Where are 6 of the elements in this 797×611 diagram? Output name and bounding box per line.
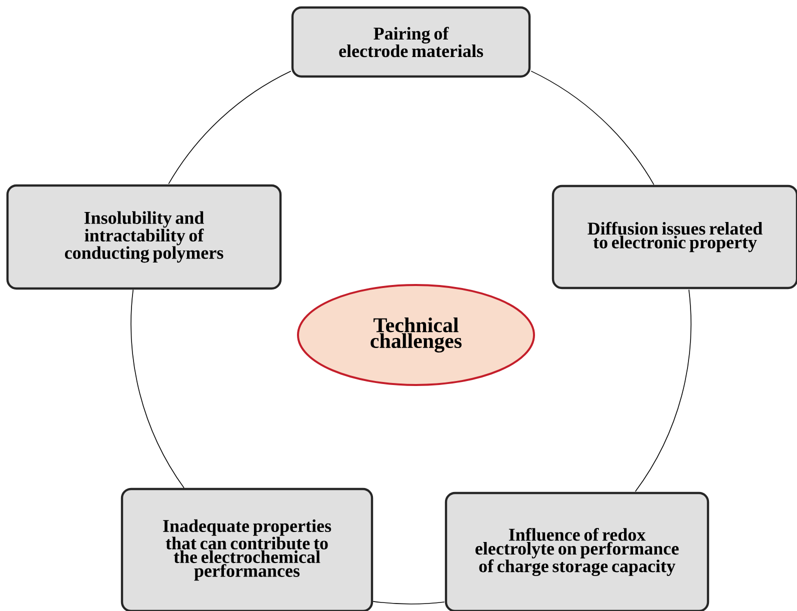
challenge-box: Diffusion issues related to electronic property: [552, 184, 797, 290]
challenge-box: Inadequate properties that can contribute to the electrochemical performances: [120, 488, 374, 611]
ellipse-node: Technical challenges: [297, 284, 535, 386]
challenge-box: Insolubility and intractability of conducting polymers: [6, 184, 282, 290]
challenge-box: Influence of redox electrolyte on performance of charge storage capacity: [444, 492, 710, 611]
challenge-box: Pairing of electrode materials: [291, 6, 531, 78]
